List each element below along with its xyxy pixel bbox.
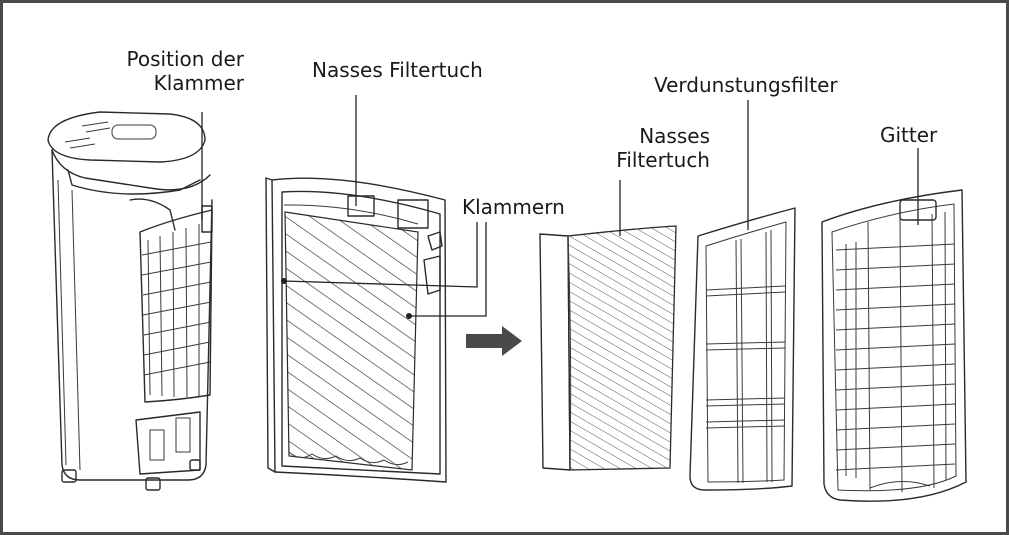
clamp-position-label-line2: Klammer [153,71,244,95]
grille-label: Gitter [880,123,938,147]
evaporation-filter-label: Verdunstungsfilter [654,73,838,97]
filter-frame-assembly [265,177,447,483]
clamp-position-label: Position der Klammer [70,47,244,95]
evaporation-filter-part [689,207,796,491]
clamps-label: Klammern [462,195,565,219]
wet-filter-cloth-top-label: Nasses Filtertuch [312,58,483,82]
clamp-position-label-line1: Position der [126,47,244,71]
wet-filter-cloth-part [539,225,677,471]
air-cooler-unit [47,111,213,491]
leader-lines [201,95,919,317]
wet-filter-cloth-label: Nasses Filtertuch [590,124,710,172]
wet-filter-cloth-label-line2: Filtertuch [616,148,710,172]
arrow-icon [466,326,522,356]
wet-filter-cloth-label-line1: Nasses [639,124,710,148]
grille-part [821,189,967,502]
